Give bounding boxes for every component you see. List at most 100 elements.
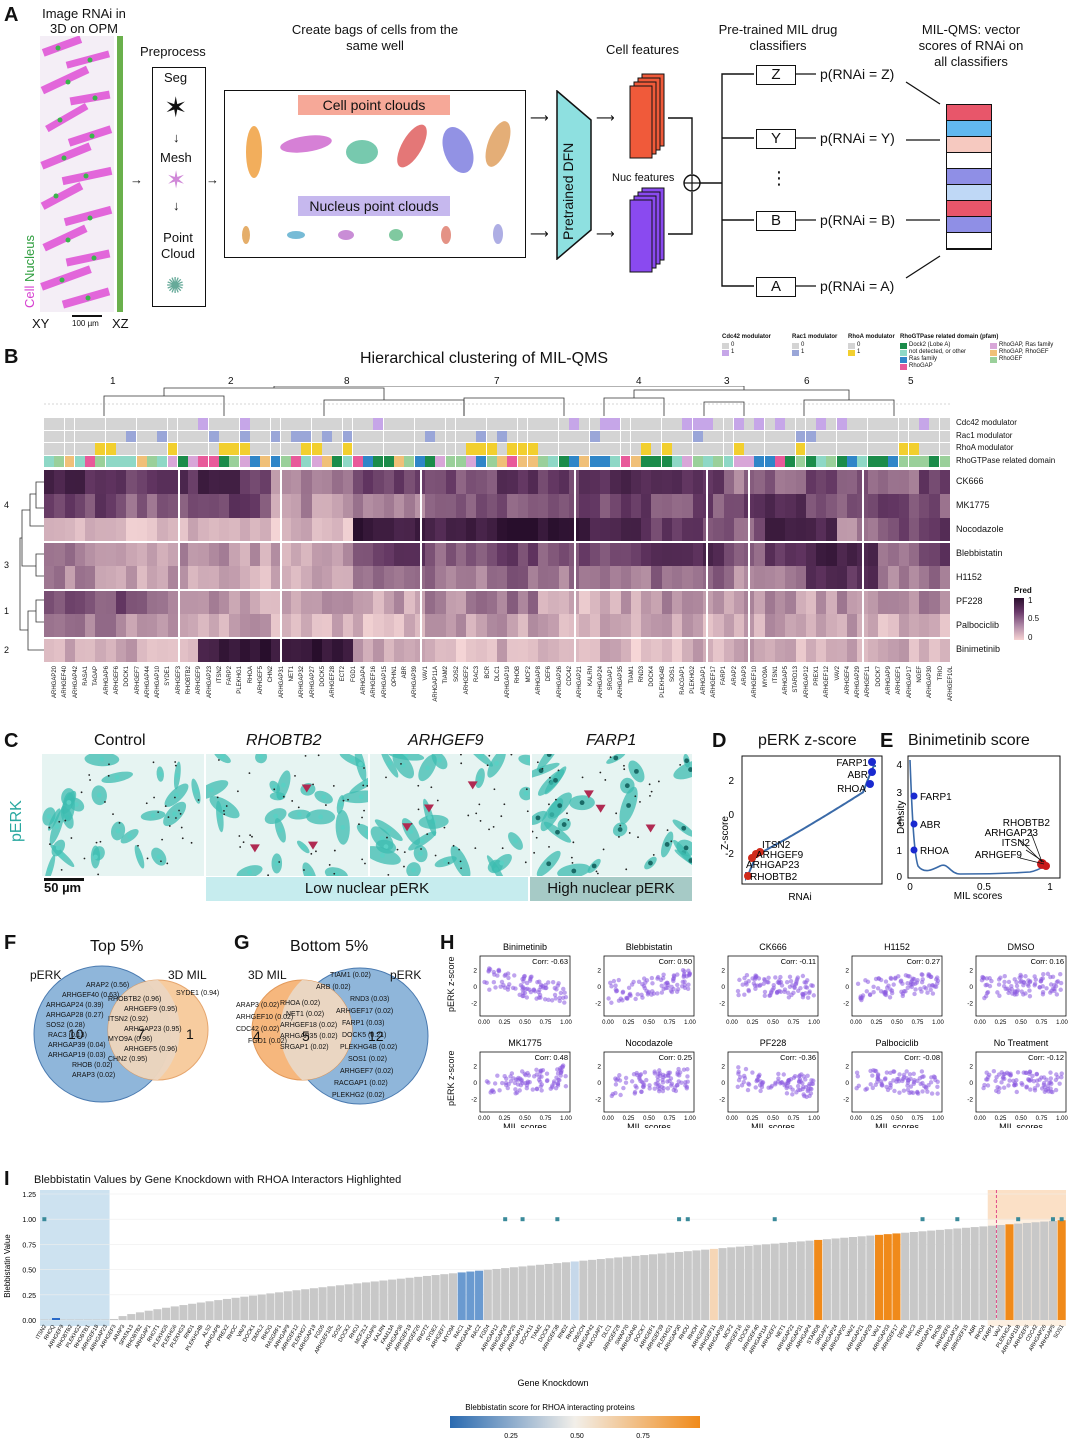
- bar: [727, 1247, 736, 1320]
- row-group-4: 4: [4, 500, 10, 510]
- gene-label: SRGAP1: [608, 666, 615, 691]
- scatter-point: [807, 1093, 812, 1099]
- scatter-point: [1042, 1089, 1048, 1094]
- gene-label: VAV2: [834, 666, 841, 681]
- scatter-point: [659, 990, 665, 995]
- scatter-point: [805, 995, 811, 1000]
- perk-zscore-plot: 2 0 -2 RNAi Z-score FARP1 ABR RHOA ITSN2…: [716, 754, 886, 904]
- heatmap-cell: [270, 590, 282, 615]
- scatter-point: [637, 1075, 642, 1080]
- bar: [996, 1225, 1005, 1320]
- annot-cell: [847, 443, 857, 455]
- heatmap-cell: [280, 518, 292, 543]
- heatmap-cell: [44, 542, 55, 567]
- scatter-point: [1050, 1089, 1055, 1095]
- legend-swatch: [900, 350, 907, 356]
- scatter-point: [1019, 978, 1024, 984]
- annot-cell: [332, 443, 343, 455]
- heatmap-cell: [85, 494, 96, 519]
- i-colorbar-tick: 0.50: [570, 1433, 584, 1440]
- heatmap-cell: [692, 542, 704, 567]
- legend-swatch: [722, 343, 729, 349]
- heatmap-cell: [74, 614, 86, 639]
- classifier-y[interactable]: Y: [756, 129, 796, 149]
- heatmap-cell: [404, 542, 415, 567]
- annot-cell: [857, 455, 868, 467]
- gene-label: ARHGEF10: [752, 666, 759, 698]
- annot-cell: [826, 418, 837, 430]
- gene-label: ABR: [402, 666, 409, 679]
- prob-z: p(RNAi = Z): [820, 66, 895, 82]
- classifier-z[interactable]: Z: [756, 65, 796, 85]
- heatmap-cell: [146, 518, 158, 543]
- annot-cell: [44, 443, 54, 455]
- venn-gene: NET1 (0.02): [286, 1011, 325, 1018]
- scatter-point: [522, 1071, 527, 1076]
- classifier-a[interactable]: A: [756, 277, 796, 297]
- heatmap-cell: [301, 638, 312, 663]
- annot-cell: [816, 430, 827, 442]
- bar: [275, 1292, 284, 1320]
- scatter-point: [735, 988, 741, 994]
- scatter-point: [1026, 978, 1031, 983]
- heatmap-cell: [908, 494, 920, 519]
- heatmap-cell: [239, 614, 251, 639]
- scatter-point: [482, 979, 487, 985]
- gene-label: STARD13: [793, 666, 800, 693]
- heatmap-cell: [126, 590, 137, 615]
- heatmap-cell: [74, 590, 86, 615]
- bar: [327, 1286, 336, 1320]
- scatter-point: [545, 1078, 550, 1083]
- annot-cell: [702, 443, 713, 455]
- rhoa-interactor-marker: [1016, 1217, 1021, 1222]
- scatter-ytick: 0: [473, 984, 477, 991]
- annot-cell: [219, 455, 229, 467]
- scatter-point: [668, 1076, 674, 1081]
- scatter-point: [737, 977, 742, 983]
- annot-cell: [373, 418, 384, 430]
- classifier-b[interactable]: B: [756, 211, 796, 231]
- annot-cell: [352, 430, 363, 442]
- heatmap-cell: [558, 614, 570, 639]
- gene-label: ARHGEF10L: [947, 666, 954, 702]
- gene-label: KALRN: [587, 666, 594, 687]
- heatmap-cell: [414, 590, 426, 615]
- scatter-point: [742, 1075, 748, 1081]
- scatter-point: [524, 995, 530, 1000]
- heatmap-cell: [723, 590, 735, 615]
- heatmap-cell: [414, 638, 426, 663]
- heatmap-cell: [805, 518, 817, 543]
- scatter-point: [811, 993, 817, 998]
- annot-cell: [95, 443, 106, 455]
- gene-label: ITSN1: [772, 666, 779, 684]
- scatter-point: [531, 987, 537, 992]
- annot-cell: [610, 455, 621, 467]
- annot-cell: [188, 455, 199, 467]
- scatter-point: [633, 996, 638, 1002]
- heatmap-cell: [321, 590, 333, 615]
- annot-cell: [589, 430, 600, 442]
- venn-gene: ARB (0.02): [316, 984, 351, 991]
- heatmap-cell: [219, 494, 230, 519]
- heatmap-cell: [394, 638, 405, 663]
- bar: [196, 1302, 205, 1320]
- annot-cell: [507, 430, 518, 442]
- scatter-point: [1032, 1085, 1038, 1091]
- bar: [240, 1296, 249, 1320]
- scatter-ytick: 2: [473, 967, 477, 974]
- scatter-point: [906, 1077, 911, 1083]
- bar: [761, 1244, 771, 1320]
- heatmap-cell: [548, 566, 560, 591]
- heatmap-cell: [929, 518, 940, 543]
- gene-label: PLEKHG2: [690, 666, 697, 694]
- heatmap-cell: [702, 638, 714, 663]
- annot-cell: [744, 430, 754, 442]
- heatmap-cell: [723, 542, 735, 567]
- scatter-point: [920, 1089, 925, 1094]
- venn-gene: ARHGAP23 (0.95): [124, 1026, 182, 1033]
- heatmap-cell: [352, 590, 364, 615]
- heatmap-cell: [167, 638, 179, 663]
- heatmap-cell: [774, 638, 786, 663]
